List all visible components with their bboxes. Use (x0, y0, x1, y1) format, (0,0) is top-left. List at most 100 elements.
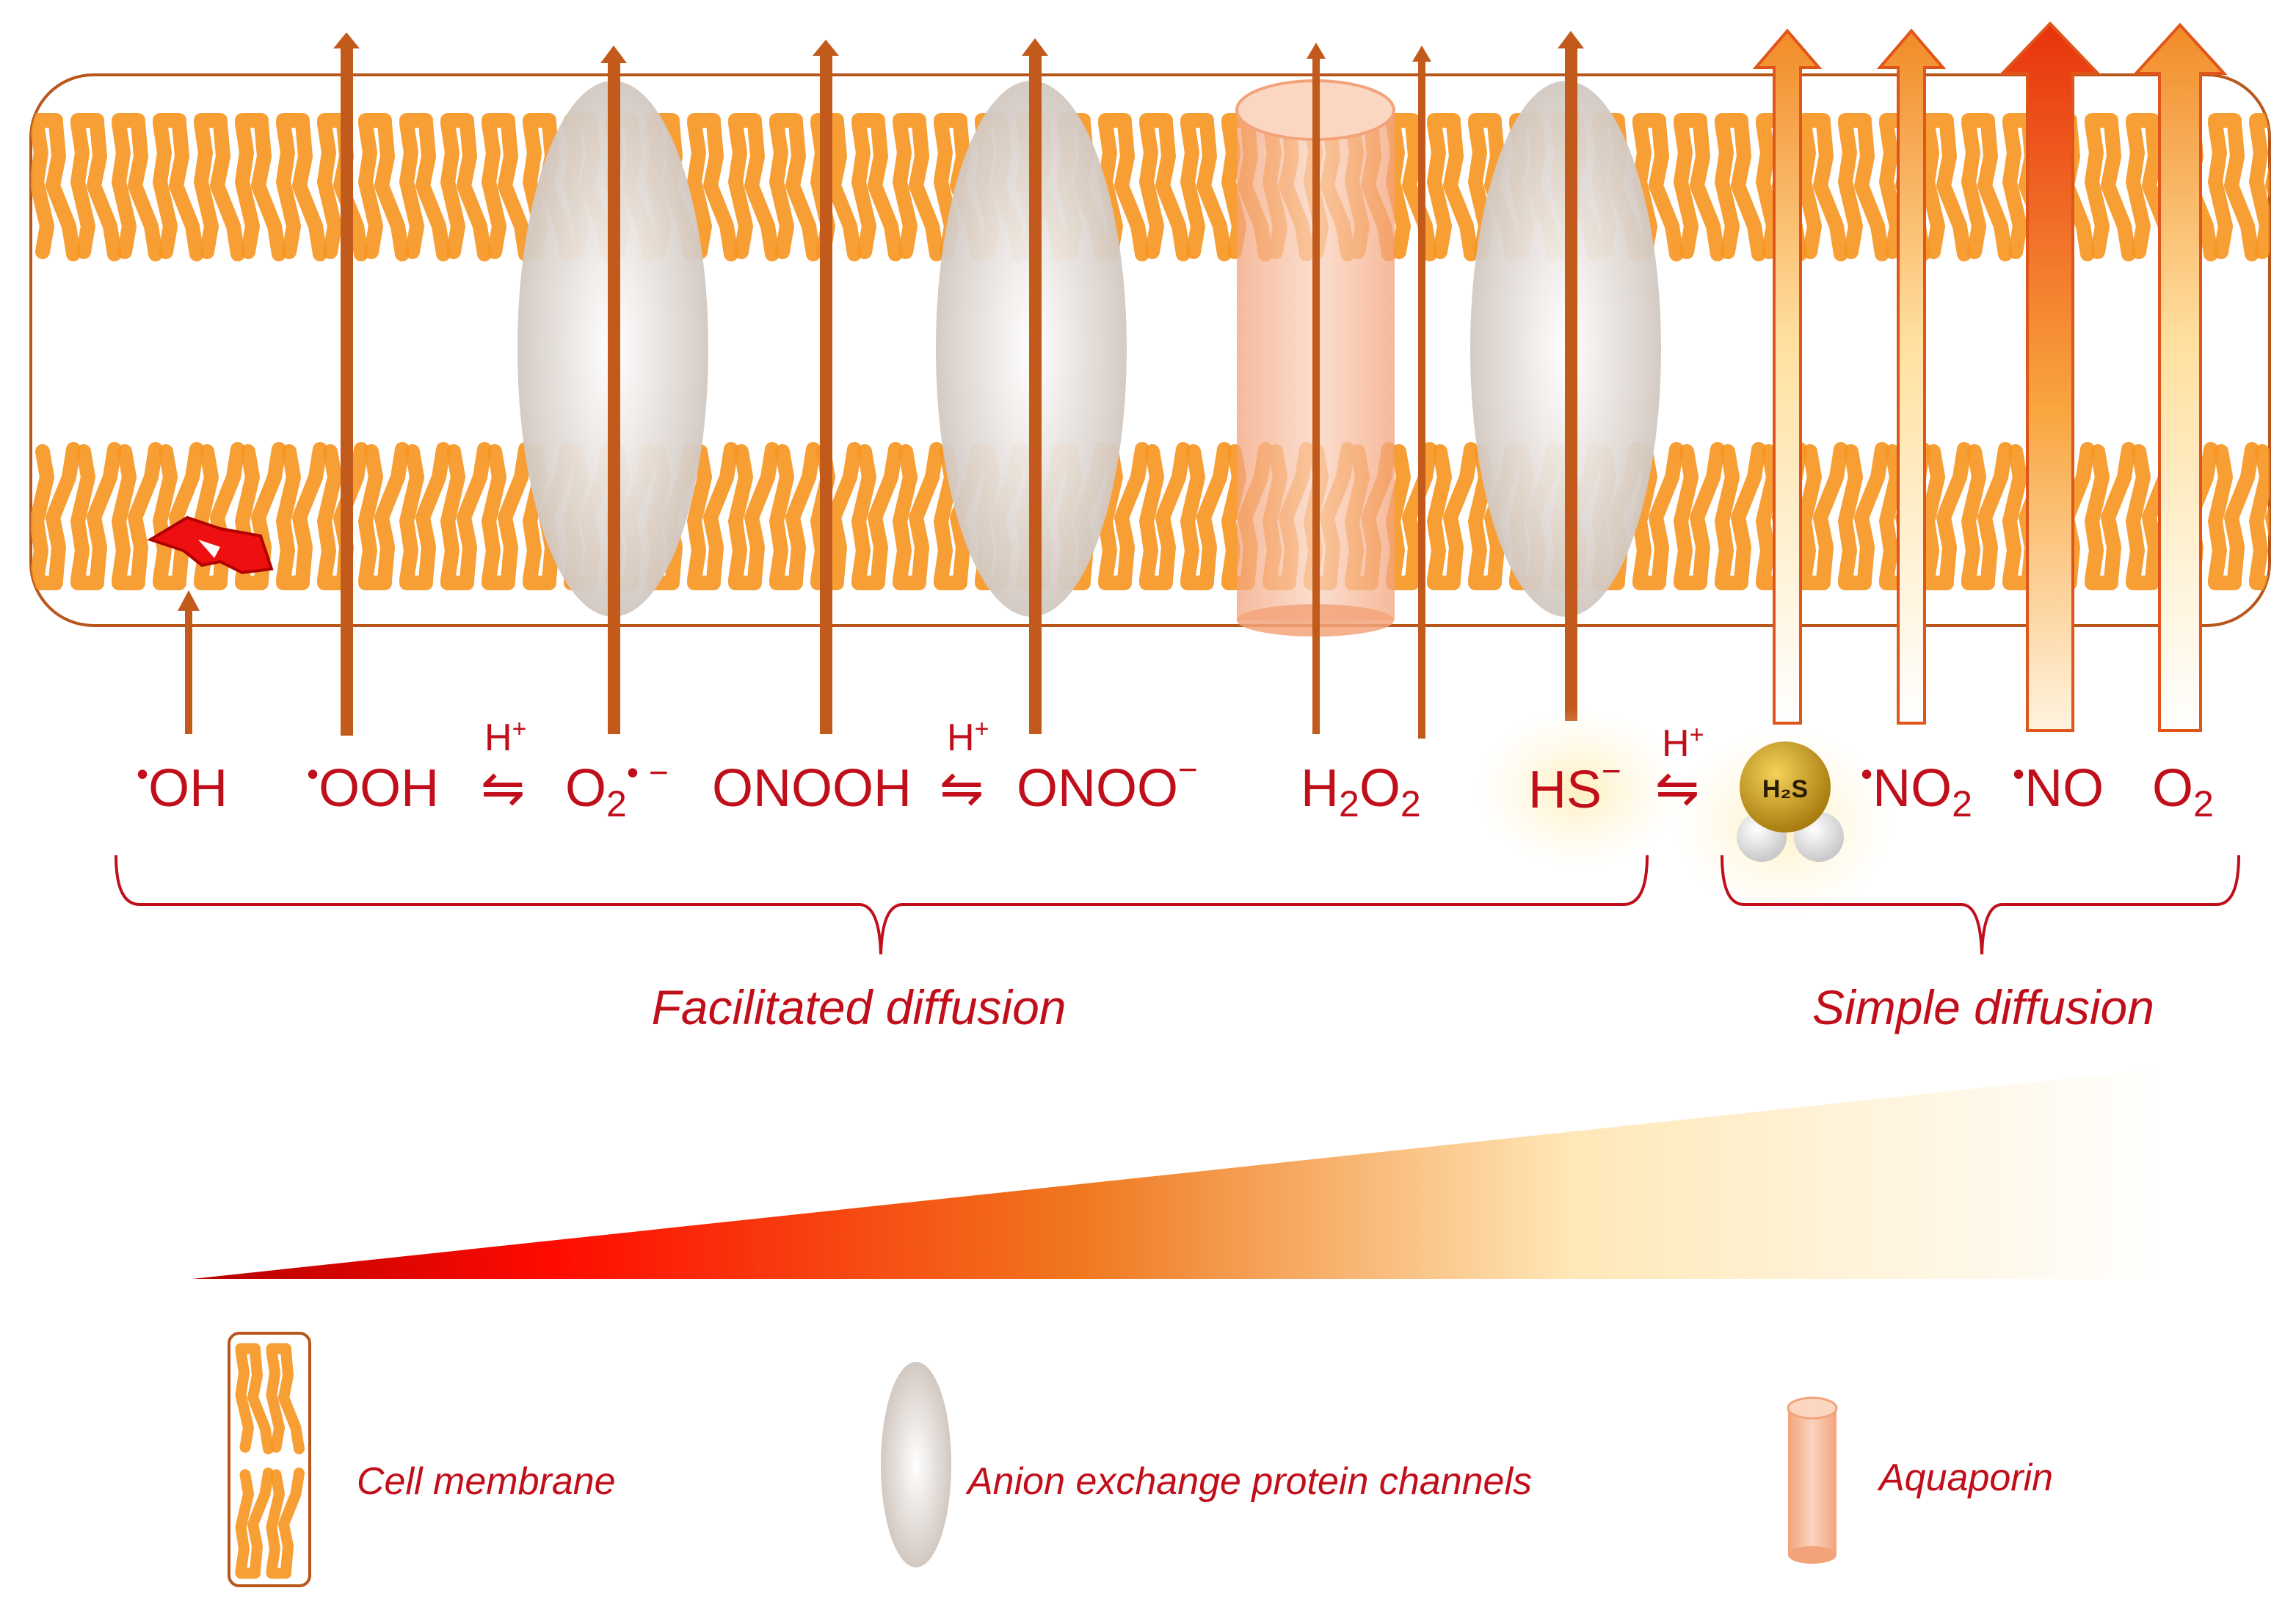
onooh-arrow (813, 40, 839, 734)
lipid-molecule (1427, 113, 1478, 261)
legend-membrane-icon (228, 1332, 311, 1587)
lipid-molecule (1180, 113, 1232, 261)
facilitated-bracket (115, 855, 1649, 955)
lipid-molecule (276, 113, 327, 261)
lipid-molecule (2208, 442, 2259, 590)
lipid-molecule (235, 1468, 274, 1579)
red-lipid-damage-icon (147, 515, 274, 575)
equilibrium-arrow-3: ⇋ (1655, 759, 1699, 818)
lipid-molecule (153, 113, 204, 261)
label-proton-1: H+ (484, 715, 526, 759)
label-hydroperoxyl-radical: •OOH (307, 755, 439, 818)
label-peroxynitrous-acid: ONOOH (712, 759, 912, 818)
lipid-molecule (851, 113, 903, 261)
oh-arrow (178, 590, 200, 734)
lipid-molecule (1961, 442, 2013, 590)
lipid-molecule (728, 113, 780, 261)
onoo-arrow (1022, 38, 1048, 734)
lipid-molecule (1797, 113, 1848, 261)
equilibrium-arrow-1: ⇋ (481, 759, 525, 818)
lipid-molecule (1920, 442, 1972, 590)
lipid-molecule (1838, 113, 1889, 261)
no2-arrow (1876, 28, 1947, 725)
lipid-molecule (1920, 113, 1972, 261)
lipid-molecule (1139, 113, 1191, 261)
label-hydroxyl-radical: •OH (137, 755, 228, 818)
lipid-molecule (440, 113, 492, 261)
lipid-molecule (276, 442, 327, 590)
label-proton-3: H+ (1662, 721, 1704, 765)
lipid-molecule (687, 113, 738, 261)
no-arrow (1999, 21, 2101, 732)
legend-aquaporin-label: Aquaporin (1877, 1457, 2053, 1499)
label-nitric-oxide: •NO (2013, 755, 2104, 818)
facilitated-diffusion-label: Facilitated diffusion (652, 980, 1067, 1034)
lipid-molecule (31, 113, 81, 261)
h2o2-arrow-2 (1412, 46, 1431, 739)
lipid-molecule (1674, 442, 1725, 590)
lipid-molecule (1797, 442, 1848, 590)
lipid-molecule (440, 442, 492, 590)
lipid-molecule (266, 1468, 305, 1579)
equilibrium-arrow-2: ⇋ (940, 759, 984, 818)
legend-aquaporin-icon (1787, 1396, 1838, 1564)
diffusion-arrows (178, 31, 1584, 739)
lipid-molecule (235, 1343, 274, 1454)
legend: Cell membrane Anion exchange protein cha… (228, 1332, 2053, 1587)
lipid-molecule (1838, 442, 1889, 590)
label-superoxide: O2•− (565, 753, 669, 824)
label-hydrogen-peroxide: H2O2 (1301, 759, 1421, 824)
label-hydrosulfide: HS− (1528, 752, 1621, 819)
lipid-molecule (70, 113, 122, 261)
lipid-molecule (769, 113, 821, 261)
lipid-molecule (482, 113, 533, 261)
lipid-molecule (1961, 113, 2013, 261)
lipid-molecule (153, 442, 204, 590)
lipid-molecule (893, 113, 944, 261)
lipid-molecule (2249, 442, 2270, 590)
superoxide-arrow (600, 46, 627, 734)
lipid-molecule (1139, 442, 1191, 590)
label-peroxynitrite: ONOO− (1017, 750, 1198, 818)
lipid-molecule (2085, 442, 2136, 590)
h2s-molecule-icon: H₂S (1737, 741, 1844, 862)
simple-bracket (1721, 855, 2240, 955)
label-oxygen: O2 (2152, 759, 2214, 824)
lipid-molecule (2085, 113, 2136, 261)
permeability-gradient-wedge (192, 1068, 2165, 1279)
label-proton-2: H+ (947, 715, 989, 759)
lipid-molecule (194, 113, 245, 261)
o2-arrow (2132, 23, 2228, 732)
label-nitrogen-dioxide: •NO2 (1861, 755, 1972, 824)
lipid-molecule (2208, 113, 2259, 261)
lipid-molecule (1674, 113, 1725, 261)
h2o2-arrow-1 (1307, 43, 1326, 734)
lipid-molecule (1715, 113, 1766, 261)
lipid-molecule (851, 442, 903, 590)
cell-membrane (29, 73, 2271, 627)
legend-anion-channel-label: Anion exchange protein channels (965, 1460, 1532, 1503)
lipid-molecule (1715, 442, 1766, 590)
h2s-arrow (1752, 28, 1823, 725)
lipid-molecule (728, 442, 780, 590)
lipid-molecule (687, 442, 738, 590)
ooh-arrow (333, 32, 360, 736)
lipid-molecule (1180, 442, 1232, 590)
lipid-molecule (769, 442, 821, 590)
species-labels: •OH •OOH H+ ⇋ O2•− ONOOH H+ ⇋ ONOO− H2O2… (137, 715, 2214, 824)
lipid-molecule (2249, 113, 2270, 261)
hs-arrow (1558, 31, 1584, 721)
simple-diffusion-label: Simple diffusion (1812, 980, 2154, 1034)
lipid-molecule (399, 113, 451, 261)
lipid-molecule (358, 442, 410, 590)
lipid-molecule (235, 113, 286, 261)
lipid-molecule (112, 442, 163, 590)
legend-anion-channel-icon (881, 1362, 951, 1567)
lipid-molecule (893, 442, 944, 590)
lipid-molecule (70, 442, 122, 590)
lipid-molecule (1427, 442, 1478, 590)
legend-membrane-label: Cell membrane (357, 1460, 616, 1503)
lipid-molecule (482, 442, 533, 590)
lipid-molecule (399, 442, 451, 590)
